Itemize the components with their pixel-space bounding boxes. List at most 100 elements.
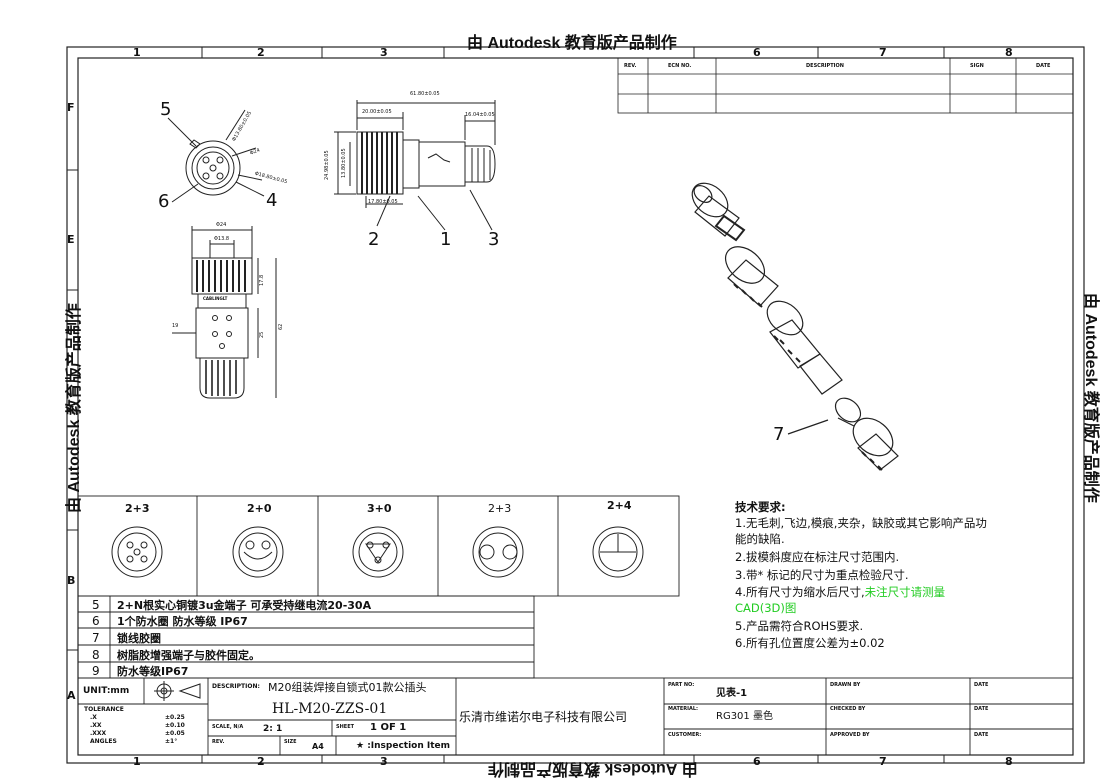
tech-req-4: 4.所有尺寸为缩水后尺寸,未注尺寸请测量 <box>735 585 946 599</box>
date-label: DATE <box>974 682 989 688</box>
zone-bot-7: 7 <box>879 755 887 768</box>
tech-req-5: 5.产品需符合ROHS要求. <box>735 619 864 633</box>
tol-key: .XXX <box>90 730 107 737</box>
bom-table <box>77 595 535 679</box>
product-logo-text: CABLINGLT <box>203 296 228 301</box>
bom-desc: 树脂胶增强端子与胶件固定。 <box>117 649 260 662</box>
callout-3: 3 <box>488 229 500 250</box>
tech-req-title: 技术要求: <box>735 500 786 514</box>
tol-val: ±0.05 <box>165 730 185 737</box>
zone-bot-2: 2 <box>257 755 265 768</box>
part-no-label: PART NO: <box>668 682 695 688</box>
watermark-top: 由 Autodesk 教育版产品制作 <box>467 35 677 52</box>
pin-config-label-1: 2+3 <box>125 502 150 515</box>
revision-table <box>617 57 1074 114</box>
callout-1: 1 <box>440 229 452 250</box>
zone-bot-8: 8 <box>1005 755 1013 768</box>
elevation-view <box>172 226 277 399</box>
description-value: M20组装焊接自锁式01款公插头 <box>268 681 427 694</box>
drawn-by-label: DRAWN BY <box>830 682 861 688</box>
pin-config-label-3: 3+0 <box>367 502 392 515</box>
tolerance-title: TOLERANCE <box>84 706 124 713</box>
rev-label: REV. <box>212 739 225 745</box>
dim-17-8: 17.8 <box>259 274 265 286</box>
zone-top-7: 7 <box>879 46 887 59</box>
tol-val: ±1° <box>165 738 178 745</box>
customer-label: CUSTOMER: <box>668 732 702 738</box>
bom-no: 7 <box>92 631 100 645</box>
dim-top-24: Φ24 <box>216 222 227 228</box>
dim-total-length: 61.80±0.05 <box>410 91 440 97</box>
checked-by-label: CHECKED BY <box>830 706 866 712</box>
title-block <box>77 677 1074 756</box>
rev-header-date: DATE <box>1036 63 1051 69</box>
tech-req-3: 3.带* 标记的尺寸为重点检验尺寸. <box>735 568 909 582</box>
material-label: MATERIAL: <box>668 706 699 712</box>
tech-req-1: 1.无毛刺,飞边,模痕,夹杂，缺胶或其它影响产品功 <box>735 516 987 530</box>
zone-top-1: 1 <box>133 46 141 59</box>
approved-by-label: APPROVED BY <box>830 732 870 738</box>
rev-header-sign: SIGN <box>970 63 984 69</box>
bom-desc: 锁线胶圈 <box>117 632 161 645</box>
callout-5: 5 <box>160 99 172 120</box>
projection-symbol <box>154 681 201 701</box>
zone-top-2: 2 <box>257 46 265 59</box>
dim-17-80: 17.80±0.05 <box>368 199 398 205</box>
part-code: HL-M20-ZZS-01 <box>272 701 388 717</box>
zone-bot-1: 1 <box>133 755 141 768</box>
rev-header-desc: DESCRIPTION <box>806 63 844 69</box>
tol-val: ±0.10 <box>165 722 185 729</box>
sheet-label: SHEET <box>336 724 355 730</box>
size-label: SIZE <box>284 739 297 745</box>
pin-config-label-5: 2+4 <box>607 499 632 512</box>
part-no-value: 见表-1 <box>716 688 748 699</box>
zone-top-6: 6 <box>753 46 761 59</box>
rev-header-rev: REV. <box>624 63 637 69</box>
zone-bot-6: 6 <box>753 755 761 768</box>
zone-top-3: 3 <box>380 46 388 59</box>
tol-key: .X <box>90 714 97 721</box>
tech-req-2: 2.拔模斜度应在标注尺寸范围内. <box>735 550 900 564</box>
zone-side-F: F <box>67 101 75 114</box>
dim-20: 20.00±0.05 <box>362 109 392 115</box>
callout-2: 2 <box>368 229 380 250</box>
zone-side-A: A <box>67 689 76 702</box>
bom-no: 9 <box>92 664 100 678</box>
inspection-note: ★ :Inspection Item <box>356 741 451 751</box>
dim-24-98: 24.98±0.05 <box>324 150 330 180</box>
tech-req-6: 6.所有孔位置度公差为±0.02 <box>735 636 885 650</box>
material-value: RG301 墨色 <box>716 711 773 722</box>
description-label: DESCRIPTION: <box>212 683 260 690</box>
date-label: DATE <box>974 706 989 712</box>
size-value: A4 <box>312 742 324 751</box>
tol-key: ANGLES <box>90 738 117 745</box>
bom-no: 5 <box>92 598 100 612</box>
dim-top-13: Φ13.8 <box>214 236 230 242</box>
dim-16: 16.04±0.05 <box>465 112 495 118</box>
bom-desc: 防水等级IP67 <box>117 665 189 678</box>
callout-6: 6 <box>158 191 170 212</box>
zone-side-E: E <box>67 233 75 246</box>
scale-value: 2: 1 <box>263 724 283 734</box>
dim-62: 62 <box>278 323 284 330</box>
tol-val: ±0.25 <box>165 714 185 721</box>
dim-13: 13.80±0.05 <box>341 148 347 178</box>
tech-req-4b: 未注尺寸请测量 <box>864 585 946 599</box>
watermark-right: 由 Autodesk 教育版产品制作 <box>1082 293 1099 503</box>
unit-label: UNIT:mm <box>83 686 130 696</box>
tech-req-4a: 4.所有尺寸为缩水后尺寸, <box>735 585 865 599</box>
side-view <box>334 100 496 231</box>
zone-bot-3: 3 <box>380 755 388 768</box>
bom-desc: 1个防水圈 防水等级 IP67 <box>117 615 248 628</box>
zone-top-8: 8 <box>1005 46 1013 59</box>
tol-key: .XX <box>90 722 102 729</box>
zone-ticks <box>67 47 945 763</box>
front-view <box>167 109 265 203</box>
watermark-bottom: 由 Autodesk 教育版产品制作 <box>488 760 698 777</box>
exploded-3d-view <box>691 182 899 471</box>
zone-side-B: B <box>67 574 76 587</box>
date-label: DATE <box>974 732 989 738</box>
watermark-left: 由 Autodesk 教育版产品制作 <box>66 303 83 513</box>
scale-label: SCALE, N/A <box>212 724 244 730</box>
